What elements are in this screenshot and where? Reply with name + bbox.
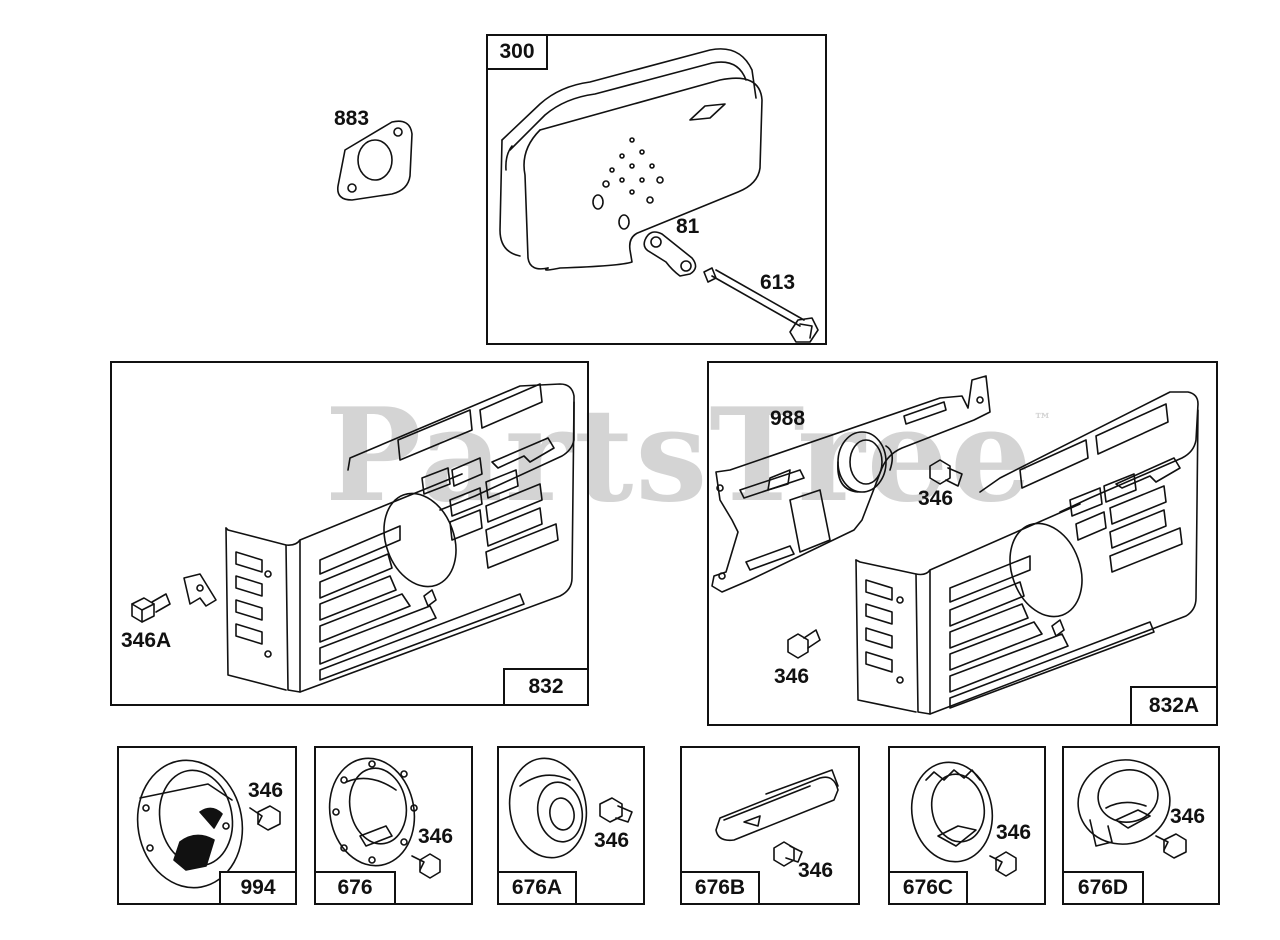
callout-346a-screw[interactable]: 346A	[121, 629, 172, 652]
deflector-676b-panel: 676B	[680, 746, 860, 905]
part-tag-994[interactable]: 994	[219, 871, 297, 905]
deflector-676c-drawing	[904, 756, 1016, 876]
callout-988-adapter[interactable]: 988	[770, 407, 806, 430]
deflector-994-panel: 994	[117, 746, 297, 905]
callout-346-screw-676c[interactable]: 346	[996, 821, 1032, 844]
deflector-676c-panel: 676C	[888, 746, 1046, 905]
right-heat-guard-drawing	[856, 392, 1198, 714]
deflector-676-panel: 676	[314, 746, 473, 905]
callout-346-screw-676a[interactable]: 346	[594, 829, 630, 852]
deflector-676a-drawing	[502, 752, 632, 864]
part-tag-676[interactable]: 676	[314, 871, 396, 905]
deflector-676d-drawing	[1071, 753, 1186, 858]
left-heat-guard-panel: 832	[110, 361, 589, 706]
part-tag-676d[interactable]: 676D	[1062, 871, 1144, 905]
deflector-676b-drawing	[716, 770, 838, 866]
callout-346-screw-676b[interactable]: 346	[798, 859, 834, 882]
part-tag-676b[interactable]: 676B	[680, 871, 760, 905]
muffler-panel: 300	[486, 34, 827, 345]
callout-346-screw-676d[interactable]: 346	[1170, 805, 1206, 828]
deflector-676-drawing	[321, 752, 440, 878]
deflector-994-drawing	[128, 752, 280, 896]
callout-346-screw-994[interactable]: 346	[248, 779, 284, 802]
screw-346-right-drawing	[788, 460, 962, 658]
right-heat-guard-panel: 832A	[707, 361, 1218, 726]
callout-346-screw-upper[interactable]: 346	[918, 487, 954, 510]
callout-613-stud[interactable]: 613	[760, 271, 796, 294]
callout-346-screw-676[interactable]: 346	[418, 825, 454, 848]
callout-81-lock-washer[interactable]: 81	[676, 215, 700, 238]
part-tag-676c[interactable]: 676C	[888, 871, 968, 905]
adapter-bracket-drawing	[712, 376, 990, 592]
muffler-drawing	[500, 49, 762, 270]
callout-346-screw-lower[interactable]: 346	[774, 665, 810, 688]
washer-and-stud-drawing	[644, 232, 818, 342]
part-tag-300[interactable]: 300	[486, 34, 548, 70]
part-tag-832[interactable]: 832	[503, 668, 589, 706]
screw-346a-drawing	[132, 594, 170, 622]
callout-883-gasket[interactable]: 883	[334, 107, 370, 130]
part-tag-832a[interactable]: 832A	[1130, 686, 1218, 726]
deflector-676a-panel: 676A	[497, 746, 645, 905]
left-heat-guard-drawing	[184, 384, 574, 692]
part-tag-676a[interactable]: 676A	[497, 871, 577, 905]
deflector-676d-panel: 676D	[1062, 746, 1220, 905]
exhaust-gasket-drawing	[338, 121, 412, 200]
